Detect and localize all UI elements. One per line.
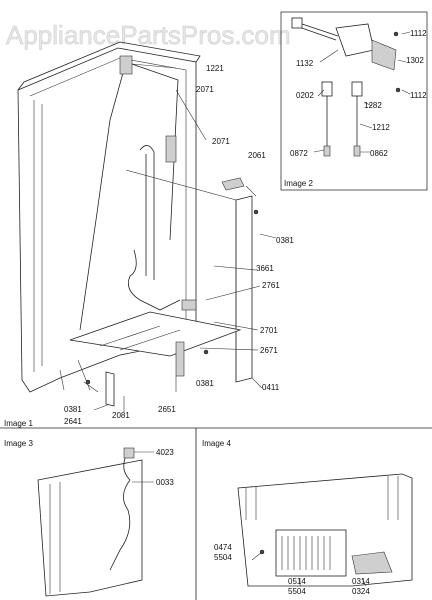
valve-inlet-tube: [295, 21, 339, 41]
image2-illustration: [291, 17, 411, 157]
label-2071-a: 2071: [196, 85, 214, 94]
label-0381-c: 0381: [64, 405, 82, 414]
label-0324: 0324: [352, 587, 370, 596]
image3-title: Image 3: [4, 439, 33, 448]
wire-bundle: [127, 249, 181, 311]
leader-lines-image4: [251, 551, 367, 587]
damper-2761: [181, 299, 197, 311]
nut-0202: [321, 81, 333, 97]
label-0872: 0872: [290, 149, 308, 158]
label-1221: 1221: [206, 64, 224, 73]
label-2671: 2671: [260, 346, 278, 355]
leader-lines-image1: [83, 63, 277, 412]
label-0474: 0474: [214, 543, 232, 552]
base-details: [59, 325, 181, 391]
label-2061: 2061: [248, 151, 266, 160]
leader-lines-image3: [132, 451, 154, 483]
nut-1282: [351, 81, 363, 97]
part-labels: 1221 2071 2071 2061 0381 3661 2761 2701 …: [64, 29, 427, 596]
image4-top-lines: [245, 476, 399, 520]
image1-title: Image 1: [4, 419, 33, 428]
label-0033: 0033: [156, 478, 174, 487]
cabinet-top-edge: [17, 41, 201, 91]
tube-end-0872: [323, 145, 331, 157]
tube-end-0862: [353, 145, 361, 157]
screw-0381-b: [203, 349, 209, 355]
label-2651: 2651: [158, 405, 176, 414]
label-2081: 2081: [112, 411, 130, 420]
label-2761: 2761: [262, 281, 280, 290]
label-2701: 2701: [260, 326, 278, 335]
bracket-2081: [105, 371, 115, 407]
label-0411: 0411: [262, 383, 280, 392]
bracket-1221: [119, 55, 133, 75]
image1-illustration: [17, 41, 277, 412]
image2-frame: [280, 11, 428, 191]
watermark-text: AppliancePartsPros.com: [6, 20, 291, 50]
label-0514: 0514: [288, 577, 306, 586]
label-1302: 1302: [406, 56, 424, 65]
grille-vents: [281, 536, 331, 570]
cabinet-front-edge: [33, 100, 43, 372]
label-1132: 1132: [296, 59, 314, 68]
valve-bracket-1302: [371, 39, 397, 71]
grille-panel-0514: [275, 529, 347, 577]
bracket-2071: [165, 135, 177, 163]
screw-0381-c: [253, 209, 259, 215]
label-0202: 0202: [296, 91, 314, 100]
label-4023: 4023: [156, 448, 174, 457]
water-valve-body: [335, 23, 375, 57]
label-1212: 1212: [372, 123, 390, 132]
screw-1112-b: [395, 87, 401, 93]
leader-lines-image2: [313, 31, 411, 153]
valve-tubes: [326, 96, 358, 146]
cabinet-inner-edge: [29, 57, 187, 330]
image3-cabinet-edge: [49, 482, 61, 594]
label-2641: 2641: [64, 417, 82, 426]
image3-wire: [109, 455, 131, 571]
drain-pan-0314: [351, 551, 393, 575]
label-2071-b: 2071: [212, 137, 230, 146]
screw-0381: [85, 379, 91, 385]
image4-illustration: [237, 473, 413, 587]
label-0381-a: 0381: [276, 236, 294, 245]
block-2061: [221, 177, 245, 191]
inlet-fitting: [291, 17, 303, 29]
image3-cabinet: [37, 459, 143, 597]
label-5504-b: 5504: [288, 587, 306, 596]
wire-harness-2071: [79, 61, 179, 331]
rear-cover-panel-face: [125, 169, 237, 382]
cabinet-base: [69, 311, 242, 357]
label-1282: 1282: [364, 101, 382, 110]
strip-2651: [175, 341, 185, 377]
image4-title: Image 4: [202, 439, 231, 448]
label-3661: 3661: [256, 264, 274, 273]
connector-4023: [123, 447, 135, 459]
label-0862: 0862: [370, 149, 388, 158]
label-0314: 0314: [352, 577, 370, 586]
image3-illustration: [37, 447, 154, 597]
image2-title: Image 2: [284, 179, 313, 188]
label-5504-a: 5504: [214, 553, 232, 562]
screw-1112: [393, 31, 399, 37]
water-tube: [139, 145, 155, 280]
label-0381-b: 0381: [196, 379, 214, 388]
label-1112-a: 1112: [410, 29, 427, 38]
label-1112-b: 1112: [410, 91, 427, 100]
